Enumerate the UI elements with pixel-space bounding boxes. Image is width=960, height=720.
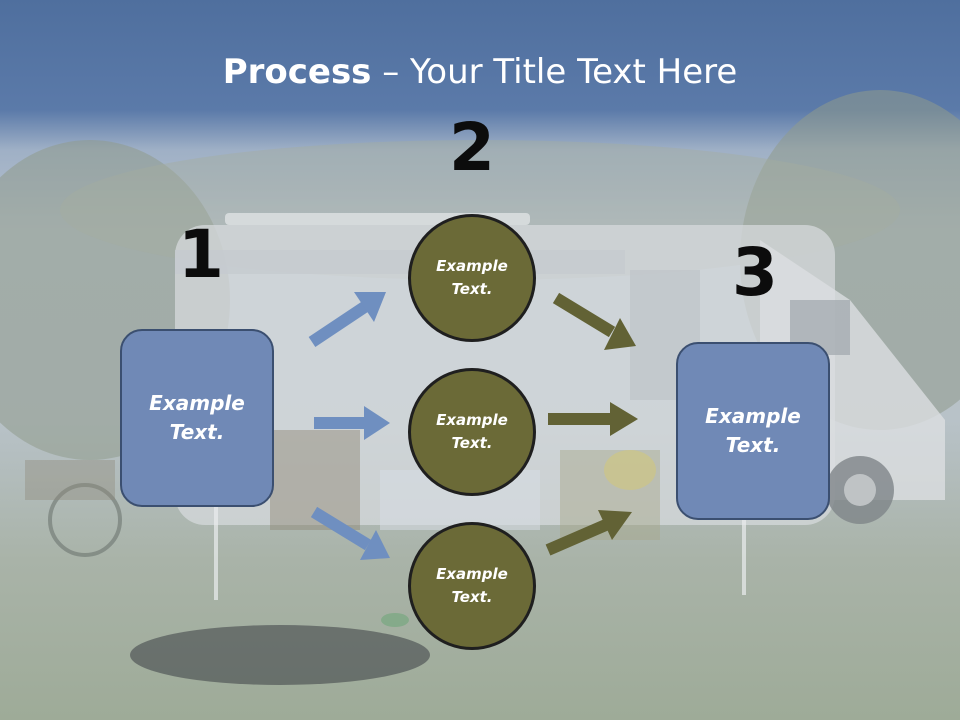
step-box-3-text: Example Text. — [705, 404, 801, 457]
step-circle-middle: Example Text. — [408, 368, 536, 496]
step-circle-top: Example Text. — [408, 214, 536, 342]
step-number-1: 1 — [178, 216, 224, 293]
step-box-1-text: Example Text. — [149, 391, 245, 444]
arrow-from-circle-bottom — [545, 510, 632, 556]
step-number-2: 2 — [449, 109, 495, 186]
title-rest: – Your Title Text Here — [371, 52, 738, 92]
arrow-to-circle-bottom — [310, 506, 390, 560]
step-box-3: Example Text. — [676, 342, 830, 520]
arrow-from-circle-middle — [548, 402, 638, 436]
step-circle-bottom: Example Text. — [408, 522, 536, 650]
arrow-to-circle-middle — [314, 406, 390, 440]
title-bold: Process — [222, 52, 372, 92]
step-circle-top-text: Example Text. — [436, 257, 508, 298]
step-circle-middle-text: Example Text. — [436, 411, 508, 452]
page-title: Process – Your Title Text Here — [0, 52, 960, 92]
arrow-to-circle-top — [308, 292, 386, 347]
step-box-1: Example Text. — [120, 329, 274, 507]
arrow-from-circle-top — [552, 292, 636, 350]
step-circle-bottom-text: Example Text. — [436, 565, 508, 606]
step-number-3: 3 — [732, 234, 778, 311]
